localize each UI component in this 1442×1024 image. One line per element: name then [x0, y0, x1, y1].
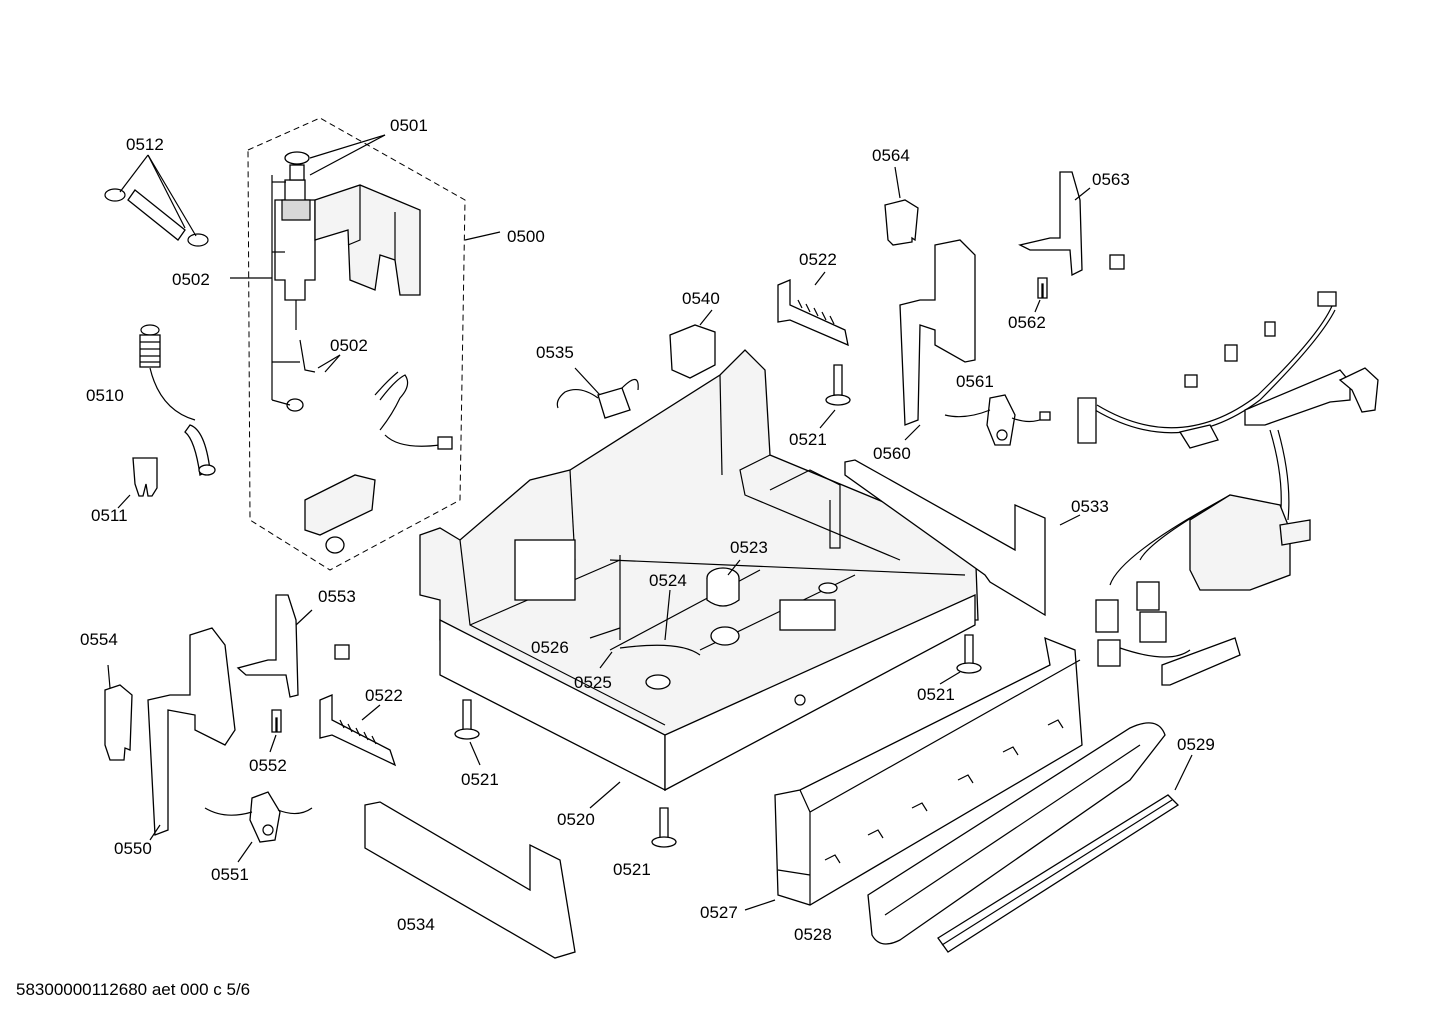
bracket-0564: [884, 166, 919, 246]
label-0560: 0560: [873, 444, 911, 463]
label-0561: 0561: [956, 372, 994, 391]
label-0528: 0528: [794, 925, 832, 944]
label-0524: 0524: [649, 571, 687, 590]
label-0535: 0535: [536, 343, 574, 362]
label-0564: 0564: [872, 146, 910, 165]
label-0563: 0563: [1092, 170, 1130, 189]
label-0554: 0554: [80, 630, 118, 649]
bracket-0560: [899, 239, 976, 441]
trim-0529: [937, 754, 1193, 953]
label-0522-b: 0522: [365, 686, 403, 705]
label-0551: 0551: [211, 865, 249, 884]
foot-screw-0521-a: [825, 364, 851, 406]
foot-screw-0521-d: [651, 807, 677, 848]
label-0526: 0526: [531, 638, 569, 657]
label-0552: 0552: [249, 756, 287, 775]
foot-screw-0521-c: [454, 699, 480, 740]
label-0525: 0525: [574, 673, 612, 692]
component-0540: [669, 309, 716, 379]
label-0502-b: 0502: [330, 336, 368, 355]
label-0522-a: 0522: [799, 250, 837, 269]
hinge-spring-0522-top: [777, 271, 849, 347]
trim-0528: [867, 722, 1166, 945]
drawing-reference-footer: 58300000112680 aet 000 c 5/6: [16, 980, 251, 999]
label-0520: 0520: [557, 810, 595, 829]
label-0502-a: 0502: [172, 270, 210, 289]
bracket-0563: [1018, 171, 1125, 277]
hose-clamps-0512: [104, 154, 209, 247]
panel-0533: [844, 459, 1081, 617]
label-0510: 0510: [86, 386, 124, 405]
hinge-spring-0522-bottom: [319, 694, 397, 767]
sump-hose-0510: [139, 324, 216, 476]
bracket-0553: [236, 594, 350, 698]
clip-0511: [117, 457, 158, 509]
component-0535: [556, 367, 639, 419]
base-tub-0520: [419, 349, 979, 792]
label-0521-d: 0521: [613, 860, 651, 879]
pump-assembly-0500: [247, 117, 466, 571]
label-0527: 0527: [700, 903, 738, 922]
bracket-0550: [147, 627, 236, 841]
label-0500: 0500: [507, 227, 545, 246]
label-0521-c: 0521: [461, 770, 499, 789]
label-0533: 0533: [1071, 497, 1109, 516]
label-0529: 0529: [1177, 735, 1215, 754]
label-0523: 0523: [730, 538, 768, 557]
foot-screw-0521-b: [956, 634, 982, 674]
label-0540: 0540: [682, 289, 720, 308]
kickplate-0527: [744, 636, 1083, 911]
label-0521-a: 0521: [789, 430, 827, 449]
label-0512: 0512: [126, 135, 164, 154]
label-0501: 0501: [390, 116, 428, 135]
label-0521-b: 0521: [917, 685, 955, 704]
bracket-0554: [104, 664, 133, 761]
sensor-0561: [944, 394, 1051, 446]
clip-0552: [269, 709, 282, 753]
panel-0534: [364, 801, 576, 959]
label-0553: 0553: [318, 587, 356, 606]
wiring-harness: [1077, 291, 1379, 686]
label-0550: 0550: [114, 839, 152, 858]
sensor-0551: [204, 791, 313, 863]
label-0511: 0511: [91, 506, 128, 525]
label-0562: 0562: [1008, 313, 1046, 332]
part-labels: 0501 0512 0500 0502 0502 0510 0511 0564 …: [80, 116, 1215, 944]
label-0534: 0534: [397, 915, 435, 934]
clip-0562: [1034, 277, 1048, 313]
